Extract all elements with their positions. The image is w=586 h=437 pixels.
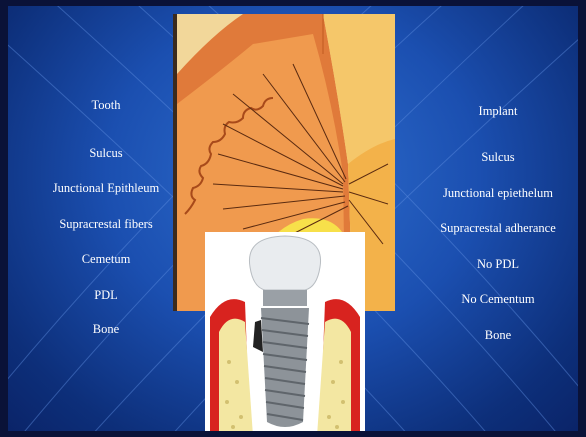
slide: Tooth Sulcus Junctional Epithleum Suprac… bbox=[0, 0, 586, 437]
slide-frame bbox=[0, 0, 586, 437]
